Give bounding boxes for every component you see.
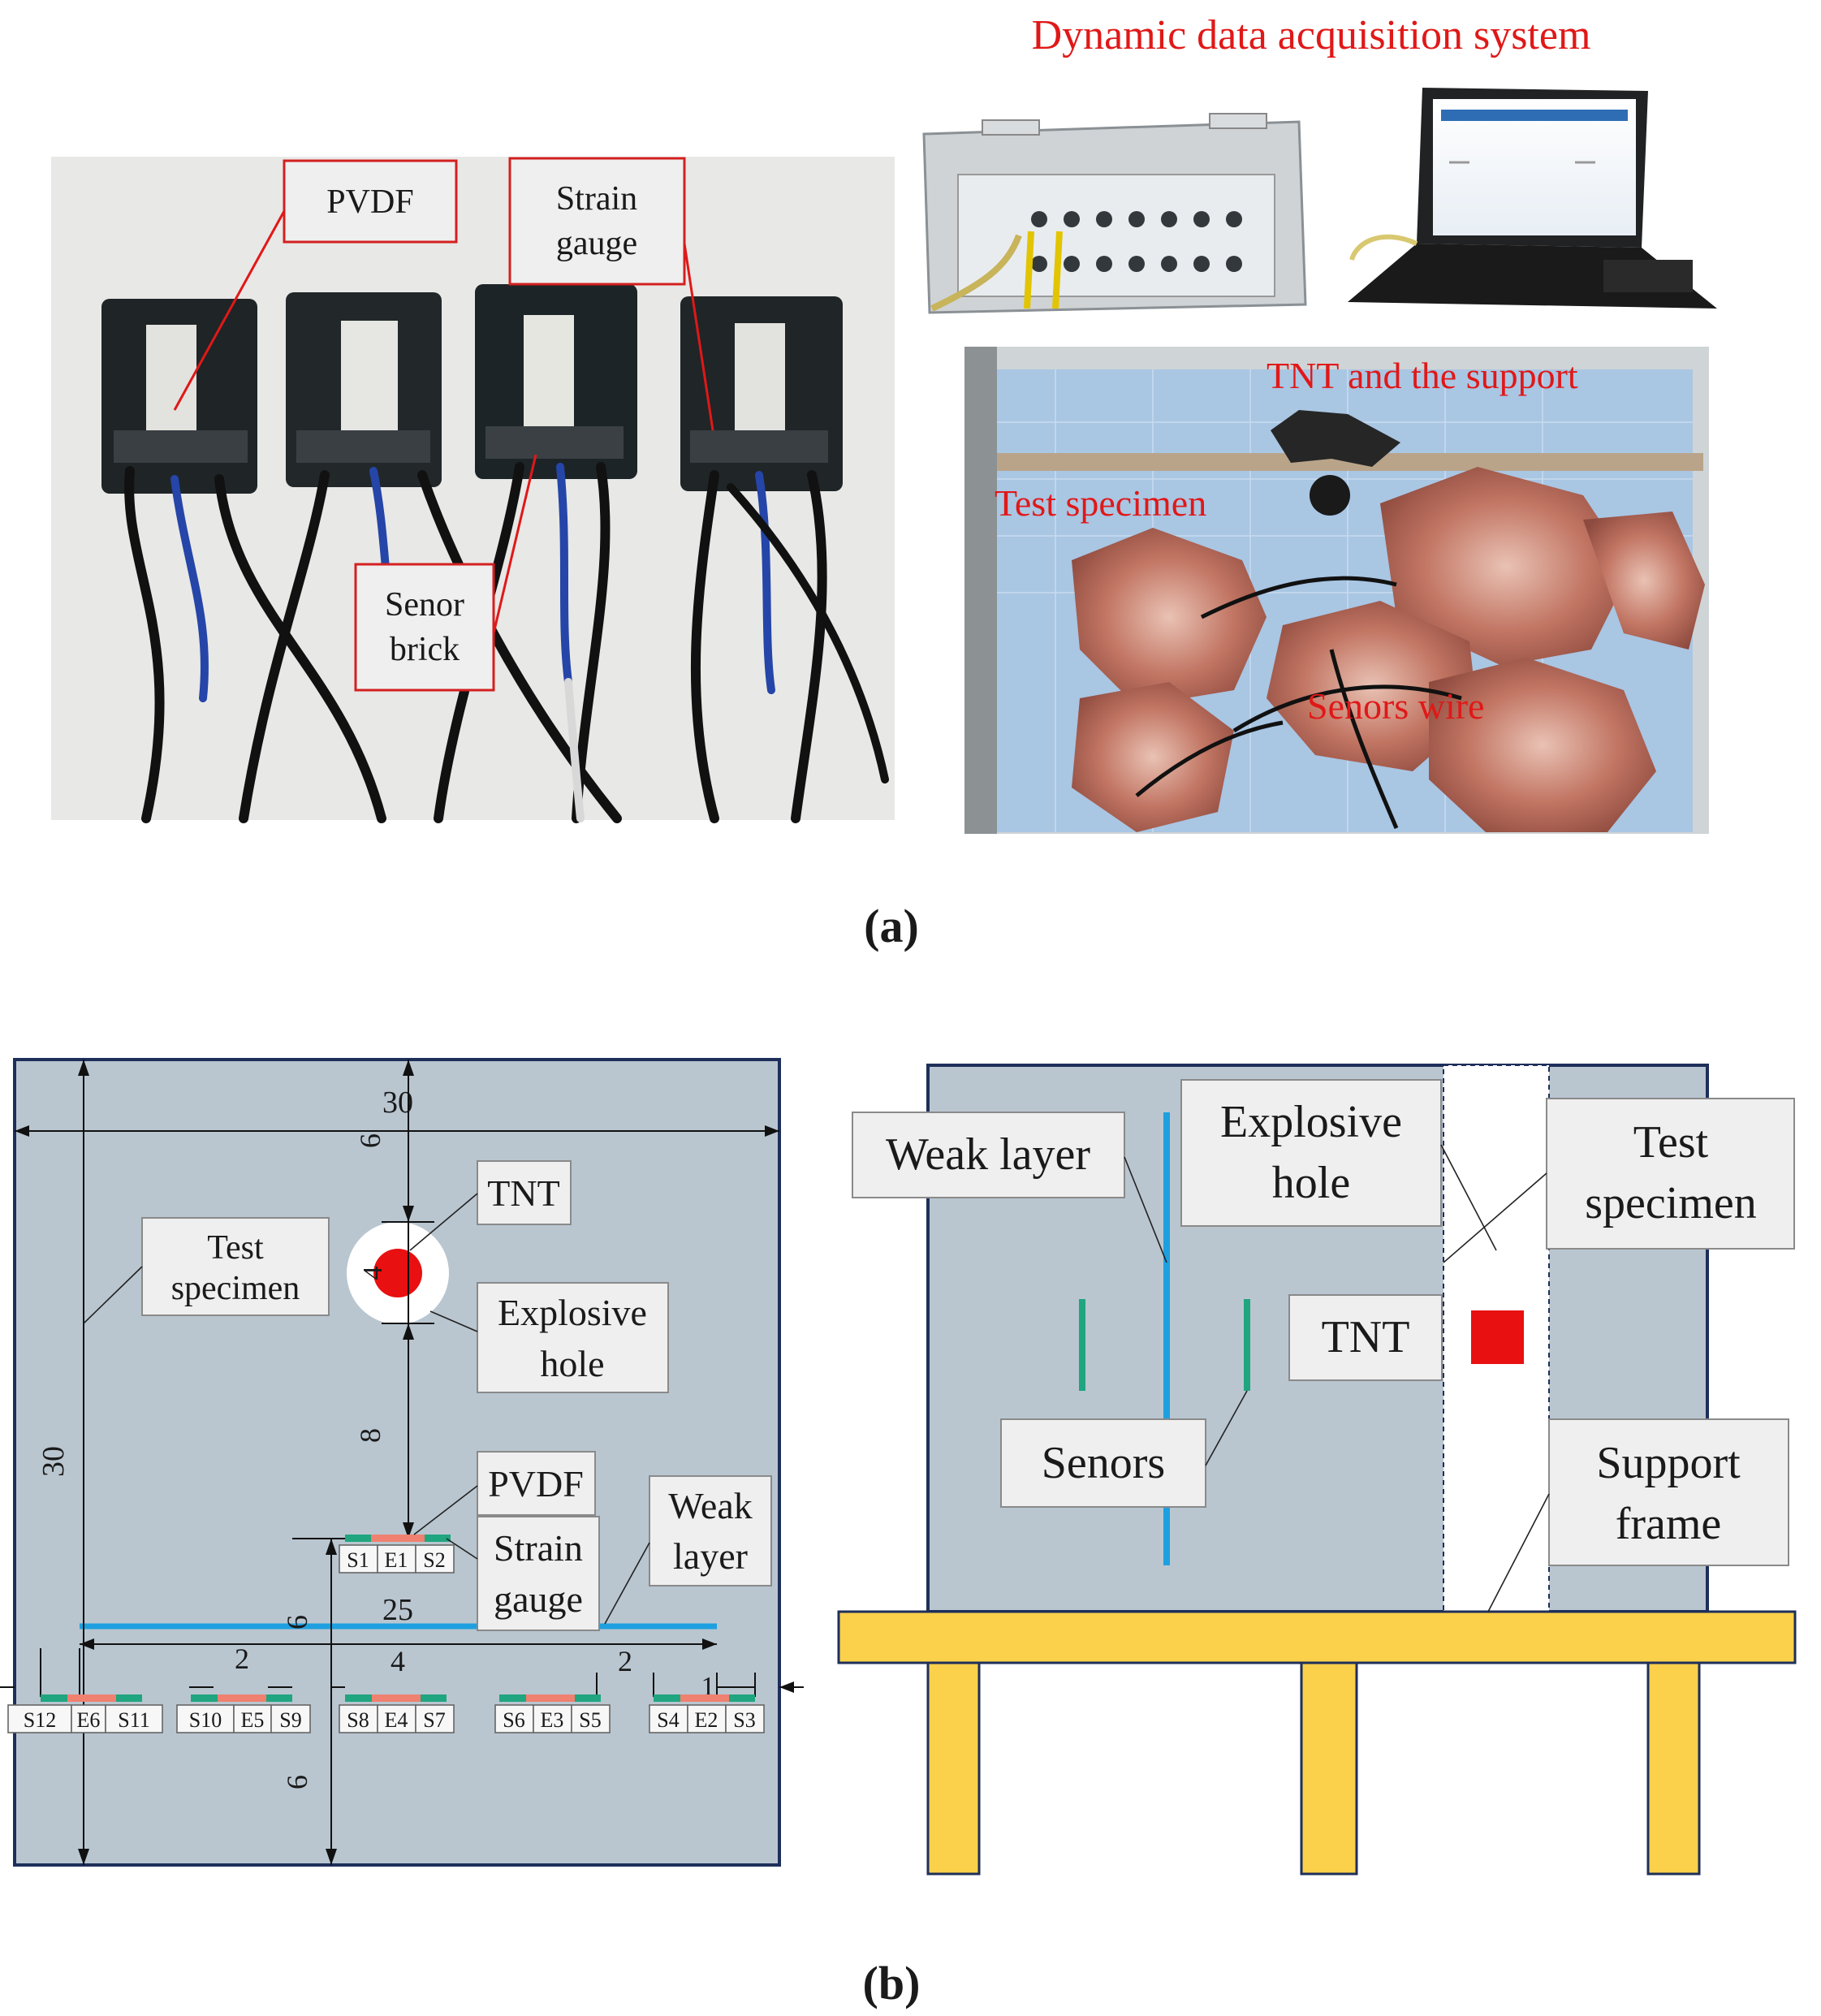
sensor-brick-label-2: brick — [390, 631, 460, 668]
panel-b-plan: 30 30 6 4 8 6 6 25 — [0, 1058, 804, 1867]
brick-4 — [680, 296, 843, 491]
tnt-charge — [373, 1249, 422, 1297]
section-test-specimen-label-1: Test — [1633, 1117, 1709, 1168]
dim-hole-to-pvdf: 8 — [354, 1428, 386, 1443]
plan-strain-gauge-label-2: gauge — [494, 1578, 583, 1620]
daq-title: Dynamic data acquisition system — [1032, 12, 1591, 58]
plan-explosive-hole-label-2: hole — [540, 1343, 604, 1384]
sensor-label-s3: S3 — [733, 1708, 755, 1732]
sensor-group-6: S12 E6 S11 — [7, 1694, 163, 1733]
section-weak-layer-label: Weak layer — [886, 1129, 1090, 1180]
plan-weak-layer-label-1: Weak — [668, 1485, 753, 1526]
plan-explosive-hole-label-1: Explosive — [498, 1292, 647, 1333]
sensor-label-e1: E1 — [385, 1548, 408, 1572]
sensor-group-2: S4 E2 S3 — [649, 1694, 765, 1733]
sensor-group-4: S8 E4 S7 — [339, 1694, 455, 1733]
plan-dimensions: 30 30 6 4 8 6 6 25 — [0, 1060, 804, 1865]
plan-weak-layer-label-2: layer — [673, 1535, 748, 1577]
sensor-label-s10: S10 — [189, 1708, 222, 1732]
sensor-label-s12: S12 — [24, 1708, 56, 1732]
support-frame — [837, 1610, 1797, 1876]
dim-gap-2: 4 — [391, 1645, 405, 1677]
brick-3 — [475, 284, 637, 479]
sensor-group-3: S6 E3 S5 — [494, 1694, 611, 1733]
pvdf-label: PVDF — [326, 183, 413, 221]
sensor-label-s4: S4 — [657, 1708, 679, 1732]
sensor-label-e2: E2 — [695, 1708, 718, 1732]
pvdf-callout: PVDF — [173, 159, 458, 411]
sensor-label-s7: S7 — [423, 1708, 445, 1732]
brick-1 — [101, 299, 257, 494]
sensor-label-e6: E6 — [77, 1708, 101, 1732]
sensor-label-s9: S9 — [279, 1708, 301, 1732]
dim-bottom: 6 — [281, 1775, 313, 1789]
brick-2 — [286, 292, 442, 487]
tnt-support-label: TNT and the support — [1267, 355, 1578, 396]
top-sensor-group: S1 E1 S2 — [339, 1535, 455, 1574]
plan-callouts: TNT Test specimen Explosive hole PVDF St… — [83, 1160, 772, 1631]
laptop — [1348, 88, 1717, 309]
strain-gauge-label-2: gauge — [556, 225, 637, 262]
section-support-frame-label-2: frame — [1616, 1499, 1722, 1549]
sensor-label-s5: S5 — [579, 1708, 601, 1732]
section-support-frame-label-1: Support — [1596, 1438, 1741, 1488]
sensor-label-s6: S6 — [503, 1708, 524, 1732]
sensor-label-s11: S11 — [118, 1708, 150, 1732]
dim-pvdf-to-layer: 6 — [281, 1615, 313, 1630]
section-tnt — [1471, 1310, 1524, 1364]
plan-tnt-label: TNT — [487, 1172, 559, 1214]
bottom-sensor-groups: S12 E6 S11 S10 E5 S9 S8 E4 S7 S6 — [7, 1694, 765, 1733]
section-sensors-label: Senors — [1042, 1438, 1165, 1488]
dim-edge: 1 — [701, 1672, 715, 1702]
field-photo: TNT and the support Test specimen Senors… — [964, 347, 1709, 834]
dim-layer-len: 25 — [382, 1593, 413, 1627]
daq-channels — [1031, 211, 1242, 272]
plan-test-specimen-label-2: specimen — [171, 1270, 300, 1307]
sensor-label-e3: E3 — [541, 1708, 564, 1732]
sensors-wire-label: Senors wire — [1307, 685, 1484, 727]
section-tnt-label: TNT — [1322, 1312, 1410, 1362]
dim-height: 30 — [37, 1446, 71, 1477]
dim-gap-3: 2 — [618, 1645, 632, 1677]
section-explosive-hole-label-2: hole — [1272, 1158, 1350, 1208]
sensor-label-s2: S2 — [423, 1548, 445, 1572]
section-test-specimen-label-2: specimen — [1585, 1178, 1756, 1228]
field-wires — [1135, 576, 1462, 829]
strain-gauge-label-1: Strain — [556, 180, 637, 218]
field-test-specimen-label: Test specimen — [995, 482, 1206, 524]
daq-rack — [922, 113, 1307, 314]
caption-b: (b) — [863, 1957, 921, 2010]
sensor-label-e5: E5 — [241, 1708, 265, 1732]
specimen-plan — [13, 1058, 781, 1867]
plan-test-specimen-label-1: Test — [207, 1229, 264, 1267]
panel-a: PVDF Strain gauge Senor brick Dynamic da… — [51, 12, 1717, 952]
sensor-brick-callout: Senor brick — [354, 454, 537, 692]
caption-a: (a) — [864, 900, 919, 952]
dim-gap-1: 2 — [235, 1643, 249, 1675]
dim-hole-diam: 4 — [358, 1267, 388, 1280]
sensor-label-e4: E4 — [385, 1708, 408, 1732]
dim-top-gap: 6 — [354, 1133, 386, 1148]
sensor-label-s8: S8 — [347, 1708, 369, 1732]
foil-pieces — [1072, 467, 1705, 832]
plan-strain-gauge-label-1: Strain — [494, 1527, 583, 1569]
section-callouts: Weak layer Explosive hole Test specimen … — [852, 1079, 1795, 1612]
plan-pvdf-label: PVDF — [488, 1463, 584, 1504]
strain-gauge-callout: Strain gauge — [508, 157, 714, 431]
section-explosive-hole-label-1: Explosive — [1220, 1097, 1402, 1147]
sensor-brick-label-1: Senor — [385, 586, 464, 624]
sensor-group-5: S10 E5 S9 — [176, 1694, 311, 1733]
sensor-bricks-photo: PVDF Strain gauge Senor brick — [51, 157, 895, 823]
sensor-label-s1: S1 — [347, 1548, 369, 1572]
panel-b-section: Weak layer Explosive hole Test specimen … — [837, 1064, 1797, 1876]
